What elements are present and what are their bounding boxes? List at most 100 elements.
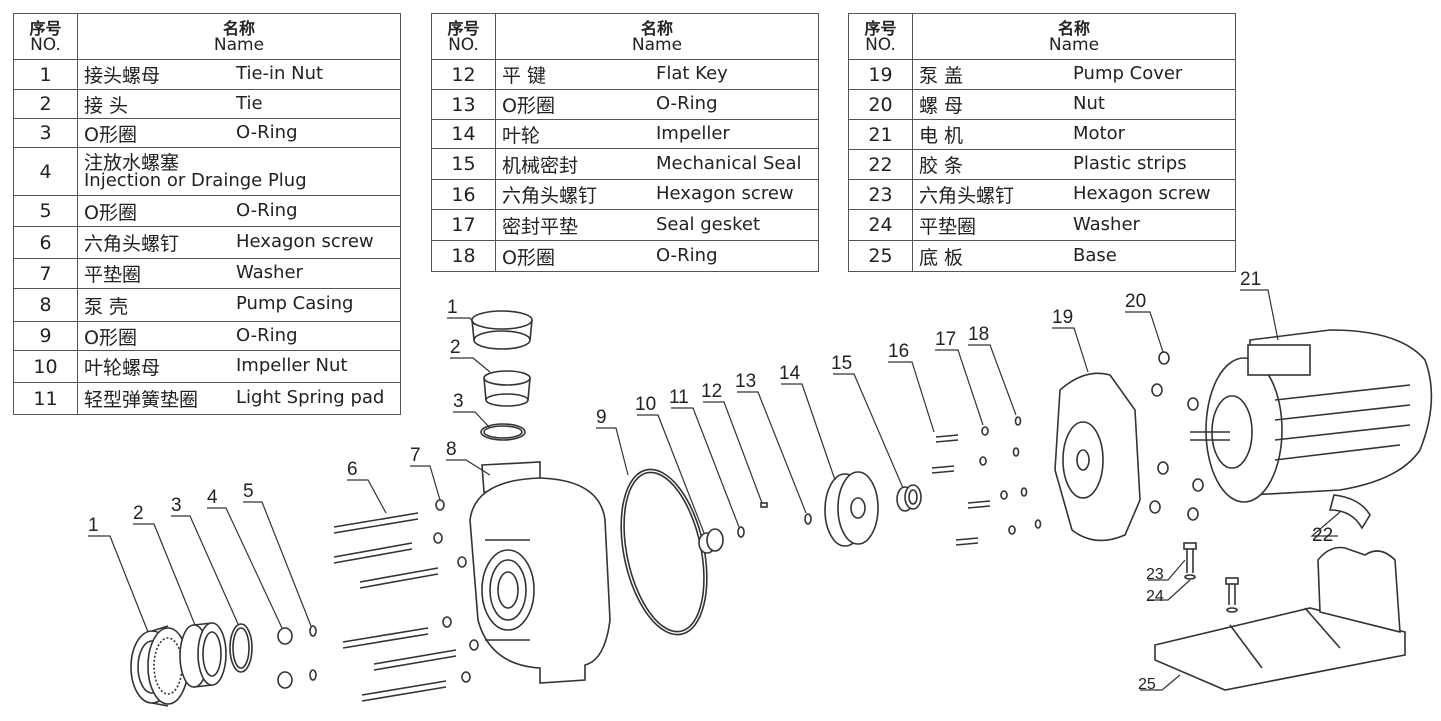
part-name-zh: 底 板 [919, 246, 964, 269]
part-name-en: Impeller Nut [236, 355, 348, 376]
callout-6: 6 [347, 459, 358, 480]
callout-8: 8 [446, 439, 457, 460]
part-name-en: Tie-in Nut [236, 63, 324, 84]
callout-14: 14 [779, 363, 801, 384]
part-name-en: Washer [1073, 214, 1140, 235]
part-plastic-strip [1328, 494, 1371, 530]
part-number: 11 [13, 382, 78, 415]
part-number: 22 [848, 149, 913, 180]
part-name-en: O-Ring [656, 93, 718, 114]
part-top-fittings [471, 310, 533, 441]
callout-15: 15 [831, 353, 852, 374]
part-name-zh: 平垫圈 [84, 264, 142, 286]
part-name: 电 机 Motor [912, 119, 1236, 150]
callout-22: 22 [1312, 525, 1333, 546]
callout-23: 23 [1146, 566, 1164, 583]
part-name-en: Impeller [656, 123, 730, 144]
part-name-en: Hexagon screw [1073, 183, 1211, 204]
part-name-en: Plastic strips [1073, 153, 1187, 174]
callout-2-top: 2 [450, 337, 461, 358]
part-name: 叶轮螺母 Impeller Nut [77, 350, 401, 383]
part-washers-left [433, 499, 479, 683]
part-name: 平垫圈 Washer [77, 258, 401, 289]
header-no-en: NO. [448, 34, 479, 55]
part-name: 接头螺母 Tie-in Nut [77, 59, 401, 90]
part-name-zh: 六角头螺钉 [84, 233, 180, 255]
part-name-en: Washer [236, 262, 303, 283]
part-name: O形圈 O-Ring [77, 195, 401, 227]
part-number: 18 [431, 240, 496, 272]
part-name-en: Injection or Drainge Plug [84, 170, 307, 191]
part-name-zh: 电 机 [919, 125, 964, 147]
header-name-zh: 名称 [1057, 18, 1090, 38]
part-name-zh: 轻型弹簧垫圈 [84, 389, 199, 411]
part-impeller [824, 471, 879, 547]
part-name-zh: 叶轮螺母 [84, 357, 161, 379]
callout-1-top: 1 [447, 297, 458, 318]
part-pump-casing [469, 461, 611, 684]
header-no-en: NO. [30, 34, 61, 55]
header-no-en: NO. [865, 34, 896, 55]
part-base [1154, 546, 1406, 691]
part-nuts [1149, 351, 1204, 521]
part-number: 4 [13, 147, 78, 196]
part-number: 13 [431, 89, 496, 120]
part-name-zh: 叶轮 [502, 124, 541, 147]
part-name-en: O-Ring [236, 325, 298, 346]
part-name-zh: O形圈 [84, 123, 137, 146]
header-no-zh: 序号 [447, 18, 480, 38]
callout-7: 7 [410, 445, 421, 466]
part-name-en: Seal gesket [656, 214, 761, 235]
callout-3-front: 3 [171, 495, 182, 516]
part-base-screws [1183, 542, 1239, 613]
part-number: 16 [431, 179, 496, 210]
header-name-zh: 名称 [222, 18, 255, 38]
part-small-o-rings [309, 625, 317, 681]
part-name-zh: 密封平垫 [502, 215, 579, 238]
callout-13: 13 [735, 371, 756, 392]
part-name-en: Motor [1073, 123, 1126, 144]
callout-11: 11 [669, 387, 689, 408]
part-number: 19 [848, 59, 913, 90]
part-o-ring-front [229, 623, 253, 673]
part-name-en: Pump Casing [236, 293, 354, 314]
part-name-zh: O形圈 [502, 246, 555, 269]
callout-12: 12 [701, 381, 722, 402]
part-number: 5 [13, 195, 78, 227]
callout-20: 20 [1125, 291, 1146, 312]
header-name-en: Name [631, 34, 683, 55]
part-name-zh: O形圈 [84, 201, 137, 224]
part-name-en: Hexagon screw [656, 183, 794, 204]
part-number: 12 [431, 59, 496, 90]
part-mechanical-seal [896, 484, 922, 512]
part-motor [1190, 329, 1433, 503]
part-number: 10 [13, 350, 78, 383]
callout-4: 4 [207, 487, 218, 508]
part-number: 23 [848, 179, 913, 210]
part-name-en: O-Ring [236, 200, 298, 221]
part-name-zh: 接头螺母 [84, 65, 161, 87]
part-number: 24 [848, 209, 913, 241]
